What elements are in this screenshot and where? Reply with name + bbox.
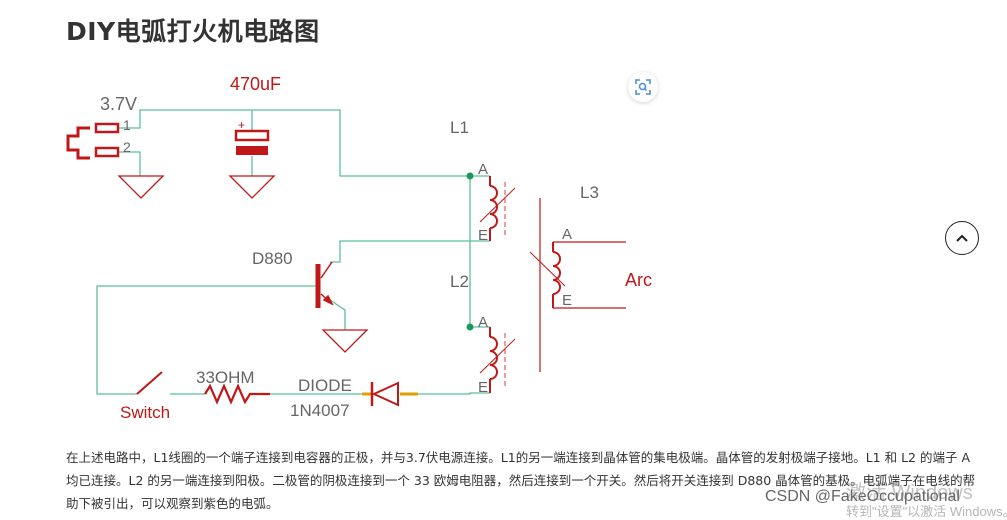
transistor-symbol (315, 261, 334, 308)
chevron-up-icon (956, 234, 968, 242)
scan-zoom-icon (635, 79, 651, 95)
label-transistor: D880 (252, 249, 293, 268)
csdn-watermark: CSDN @FakeOccupational (765, 488, 960, 505)
label-resistor: 33OHM (196, 368, 255, 387)
zoom-button[interactable] (628, 72, 658, 102)
label-l2-a: A (478, 314, 488, 331)
label-l1: L1 (450, 118, 469, 137)
resistor-symbol (204, 383, 270, 405)
label-arc: Arc (625, 270, 652, 290)
label-pin1: 1 (123, 117, 131, 133)
label-cap-plus: + (238, 118, 245, 132)
inductor-l1 (479, 176, 516, 241)
label-diode-part: 1N4007 (290, 401, 350, 420)
label-diode: DIODE (298, 376, 352, 395)
label-l1-e: E (478, 227, 488, 244)
scroll-to-top-button[interactable] (945, 221, 979, 255)
switch-symbol (136, 371, 163, 395)
label-switch: Switch (120, 403, 170, 422)
diode-symbol (362, 381, 418, 407)
label-l2-e: E (478, 379, 488, 396)
label-pin2: 2 (123, 139, 131, 155)
windows-activation-hint: 转到"设置"以激活 Windows。 (846, 504, 1007, 519)
inductor-l2 (479, 327, 516, 393)
label-voltage: 3.7V (100, 94, 137, 114)
inductor-l3 (529, 198, 626, 372)
label-l1-a: A (478, 161, 488, 178)
windows-activation-title: 激活 Windows (846, 482, 973, 504)
junction-nodes (466, 172, 474, 331)
label-capacitor: 470uF (230, 74, 281, 94)
wires (96, 109, 490, 395)
page-title: DIY电弧打火机电路图 (66, 17, 320, 46)
ground-symbols (117, 175, 369, 353)
label-l3-e: E (562, 292, 572, 309)
label-l2: L2 (450, 272, 469, 291)
label-l3-a: A (562, 226, 572, 243)
circuit-diagram: 3.7V 1 2 470uF + L1 A E L2 A E L3 A E D8… (66, 74, 652, 422)
battery-connector-icon (66, 122, 120, 160)
capacitor-symbol (234, 129, 270, 155)
label-l3: L3 (580, 183, 599, 202)
description-paragraph: 在上述电路中，L1线圈的一个端子连接到电容器的正极，并与3.7伏电源连接。L1的… (66, 450, 976, 511)
